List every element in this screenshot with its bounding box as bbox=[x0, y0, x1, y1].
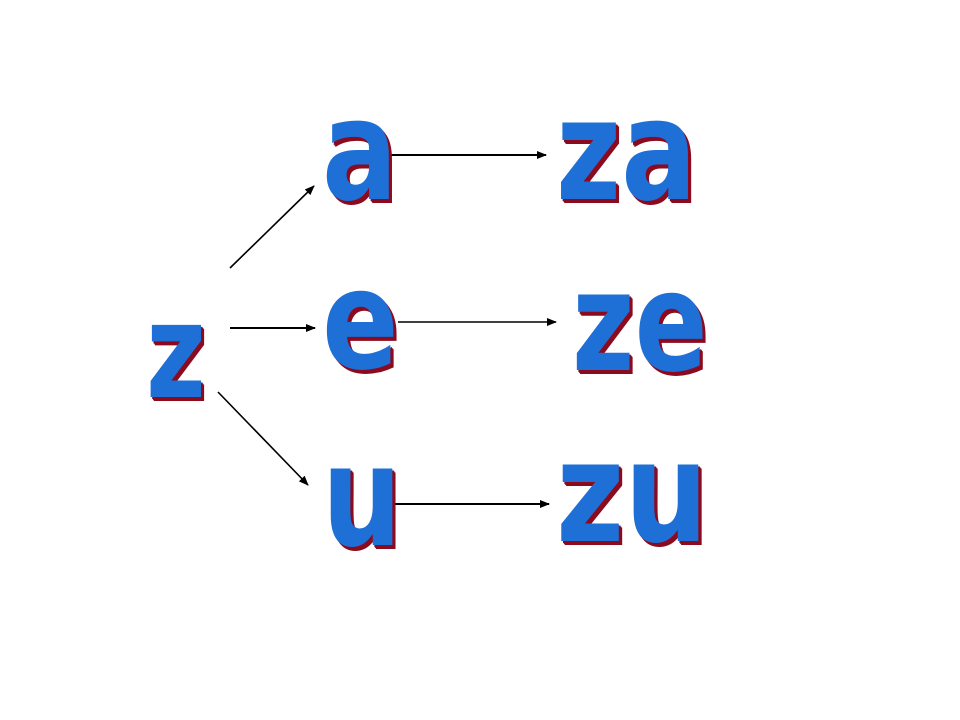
final-u-letter: u bbox=[321, 416, 403, 579]
arrow-z-to-a bbox=[229, 185, 315, 269]
arrow-z-to-u bbox=[217, 391, 309, 486]
syllable-za-text: za bbox=[555, 70, 698, 233]
final-e-letter: e bbox=[321, 240, 400, 401]
syllable-ze-text: ze bbox=[571, 242, 709, 403]
syllable-zu-text: zu bbox=[555, 412, 710, 575]
final-a-letter: a bbox=[321, 70, 399, 233]
initial-z-letter: z bbox=[145, 275, 207, 429]
